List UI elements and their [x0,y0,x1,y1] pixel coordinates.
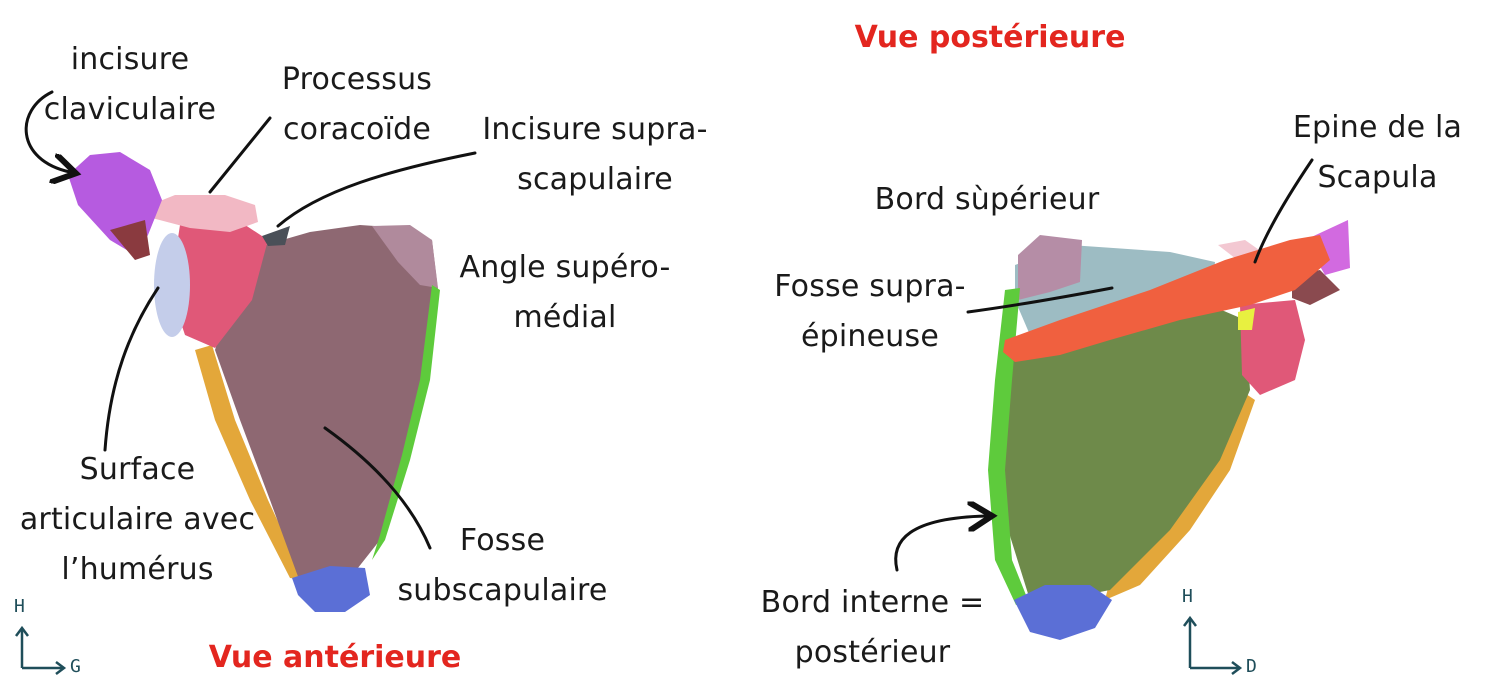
label-epine-scapula: Epine de la Scapula [1292,110,1463,195]
label-angle-superomedial: Angle supéro- médial [459,250,671,335]
label-fosse-subscapulaire: Fosse subscapulaire [397,523,608,608]
label-surface-articulaire: Surface articulaire avec l’humérus [19,452,256,587]
line-processus-coracoide [208,116,272,194]
line-fosse-subscapulaire [323,426,432,550]
label-processus-coracoide: Processus coracoïde [281,62,433,147]
medial-border-posterior [988,288,1028,605]
posterior-leader-lines [894,158,1314,572]
spine-of-scapula [1003,235,1330,362]
axis-posterior-up-label: H [1182,586,1193,607]
axis-posterior-right-label: D [1246,656,1257,677]
axis-posterior [1183,615,1243,675]
neck-anterior [170,215,268,348]
posterior-scapula [988,220,1350,640]
label-bord-interne: Bord interne = postérieur [760,585,985,670]
superior-angle-posterior [1018,235,1082,300]
glenoid-surface [154,233,190,337]
anterior-leader-lines [24,90,477,550]
line-epine-scapula [1253,158,1314,264]
anterior-scapula [68,152,440,612]
subscapular-fossa [215,225,438,582]
spinoglenoid-notch [1238,308,1255,330]
neck-posterior [1240,300,1305,395]
medial-border-anterior [372,285,440,560]
axis-up-arrow-icon [15,625,29,637]
acromion-tip-posterior [1305,220,1350,275]
infraspinous-fossa [998,305,1250,600]
axis-anterior-up-label: H [14,596,25,617]
clavicular-notch-area [68,152,162,255]
acromion-underside [110,220,150,260]
label-fosse-supraepineuse: Fosse supra- épineuse [774,269,966,354]
suprascapular-notch [262,226,290,246]
line-surface-articulaire [103,286,160,452]
axis-anterior [15,625,67,675]
inferior-angle-posterior [1014,585,1112,640]
title-posterior-view: Vue postérieure [854,20,1126,55]
axis-right-arrow-icon [55,661,67,675]
superomedial-angle [372,225,438,288]
arrow-bord-interne [894,516,986,572]
arrow-incisure-claviculaire [24,90,70,172]
label-incisure-suprascapulaire: Incisure supra- scapulaire [482,112,708,197]
axis-anterior-right-label: G [70,656,81,677]
axis-right-arrow-icon [1231,661,1243,675]
coracoid-process [150,195,258,232]
axis-up-arrow-icon [1183,615,1197,627]
line-fosse-supraepineuse [966,286,1114,314]
inferior-angle-anterior [292,566,370,612]
lateral-border-anterior [195,345,305,580]
title-anterior-view: Vue antérieure [208,640,462,675]
label-incisure-claviculaire: incisure claviculaire [43,42,217,127]
label-bord-superieur: Bord sùpérieur [874,182,1100,217]
line-incisure-suprascapulaire [276,151,477,228]
